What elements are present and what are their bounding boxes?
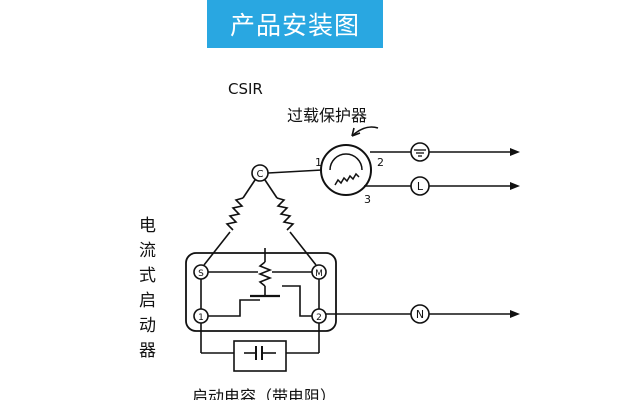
terminal-box <box>185 252 337 332</box>
starter-char-6: 器 <box>139 341 156 361</box>
starter-char-2: 流 <box>139 241 156 261</box>
ground-symbol-icon <box>414 149 426 157</box>
protector-pointer-head <box>351 127 361 137</box>
relay-terminal-2-label: 2 <box>316 313 322 323</box>
terminal-s-label: S <box>198 269 204 279</box>
terminal-c-label: C <box>257 169 264 180</box>
starter-char-3: 式 <box>139 266 156 286</box>
relay-coil <box>200 248 320 317</box>
overload-protector <box>320 144 372 196</box>
arrow-ground-icon <box>510 148 520 156</box>
terminal-c <box>251 164 269 182</box>
line-terminal-n-label: N <box>416 308 424 321</box>
protector-terminal-1: 1 <box>315 156 322 169</box>
csir-label: CSIR <box>228 80 263 98</box>
starter-char-5: 动 <box>139 316 156 336</box>
ground-terminal <box>410 142 430 162</box>
capacitor-label: 启动电容（带电阻） <box>192 387 336 400</box>
protector-pointer <box>351 126 379 137</box>
start-winding <box>203 179 256 266</box>
terminal-m-label: M <box>315 269 323 279</box>
wire-c-to-protector <box>267 169 323 174</box>
protector-terminal-3: 3 <box>364 193 371 206</box>
title-banner: 产品安装图 <box>207 0 383 48</box>
arrow-n-icon <box>510 310 520 318</box>
line-terminal-l-label: L <box>417 180 424 193</box>
run-winding <box>264 179 317 266</box>
overload-protector-label: 过载保护器 <box>287 106 367 125</box>
starter-char-1: 电 <box>139 216 156 236</box>
banner-title: 产品安装图 <box>229 11 360 40</box>
start-capacitor <box>200 323 320 372</box>
starter-char-4: 启 <box>139 291 156 311</box>
protector-terminal-2: 2 <box>377 156 384 169</box>
relay-terminal-1-label: 1 <box>198 313 204 323</box>
arrow-l-icon <box>510 182 520 190</box>
